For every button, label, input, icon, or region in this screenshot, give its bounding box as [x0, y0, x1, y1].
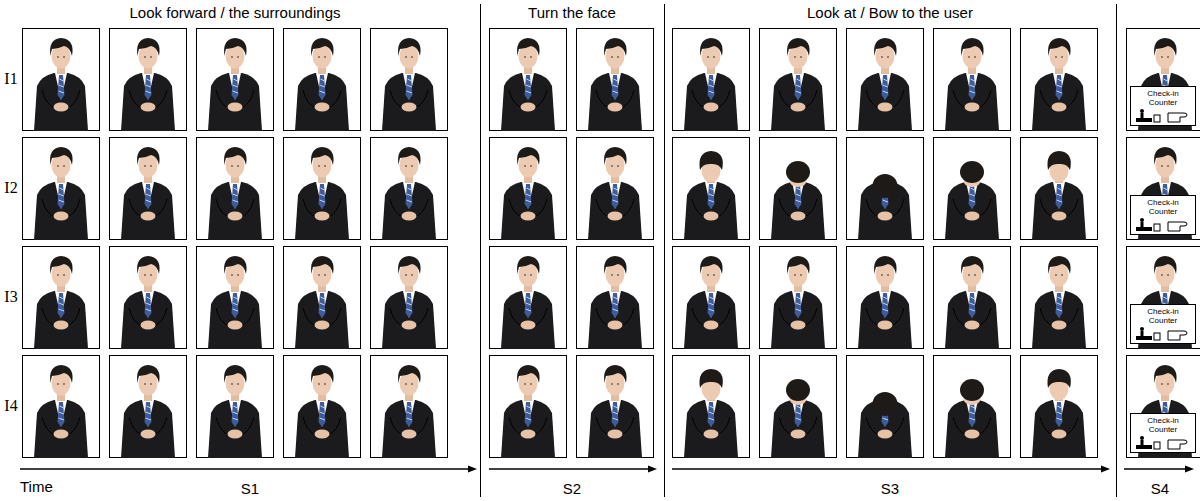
- person-frame: [23, 247, 100, 350]
- person-frame: [490, 29, 567, 132]
- bow-frame: [847, 138, 924, 241]
- person-frame: [490, 356, 567, 459]
- person-frame: [371, 138, 448, 241]
- person-frame: [284, 247, 361, 350]
- sign-text: Check-in Counter: [1141, 307, 1185, 325]
- row-label: I1: [4, 70, 17, 88]
- bow-frame: [1021, 356, 1098, 459]
- person-frame: [110, 247, 187, 350]
- person-frame: [284, 356, 361, 459]
- person-frame: [371, 247, 448, 350]
- person-frame: [1127, 138, 1200, 241]
- bow-frame: [760, 138, 837, 241]
- section-divider: [481, 4, 1117, 497]
- person-frame: [284, 29, 361, 132]
- person-frame: [1127, 356, 1200, 459]
- person-frame: [197, 247, 274, 350]
- person-frame: [577, 247, 654, 350]
- person-frame: [577, 138, 654, 241]
- person-frame: [577, 29, 654, 132]
- person-frame: [371, 29, 448, 132]
- person-frame: [490, 138, 567, 241]
- sign-text: Check-in Counter: [1141, 416, 1185, 434]
- section-heading: Look at / Bow to the user: [807, 4, 973, 22]
- bow-frame: [934, 356, 1011, 459]
- person-frame: [847, 247, 924, 350]
- person-frame: [490, 247, 567, 350]
- section-heading: Look forward / the surroundings: [130, 4, 341, 22]
- bow-frame: [1021, 138, 1098, 241]
- person-frame: [760, 29, 837, 132]
- stage-label: S1: [241, 480, 259, 498]
- axis-label: Time: [20, 478, 53, 496]
- bow-frame: [760, 356, 837, 459]
- person-frame: [577, 356, 654, 459]
- person-frame: [110, 29, 187, 132]
- stage-label: S2: [563, 480, 581, 498]
- counter-sign: Check-in Counter: [1130, 304, 1196, 344]
- person-frame: [1127, 247, 1200, 350]
- person-frame: [284, 138, 361, 241]
- counter-sign: Check-in Counter: [1130, 413, 1196, 453]
- person-frame: [673, 247, 750, 350]
- person-frame: [847, 29, 924, 132]
- person-frame: [23, 138, 100, 241]
- person-frame: [934, 247, 1011, 350]
- person-frame: [197, 138, 274, 241]
- bow-frame: [934, 138, 1011, 241]
- bow-frame: [673, 356, 750, 459]
- person-frame: [23, 356, 100, 459]
- bow-frame: [847, 356, 924, 459]
- person-frame: [110, 356, 187, 459]
- sign-text: Check-in Counter: [1141, 198, 1185, 216]
- person-frame: [934, 29, 1011, 132]
- person-frame: [1127, 29, 1200, 132]
- person-frame: [760, 247, 837, 350]
- row-label: I3: [4, 288, 17, 306]
- person-frame: [197, 356, 274, 459]
- counter-sign: Check-in Counter: [1130, 195, 1196, 235]
- person-frame: [197, 29, 274, 132]
- person-frame: [673, 29, 750, 132]
- time-arrow: [20, 466, 1194, 473]
- person-frame: [23, 29, 100, 132]
- section-heading: Turn the face: [528, 4, 616, 22]
- stage-label: S4: [1151, 480, 1169, 498]
- row-label: I4: [4, 397, 17, 415]
- person-frame: [1021, 247, 1098, 350]
- counter-sign: Check-in Counter: [1130, 86, 1196, 126]
- stage-label: S3: [881, 480, 899, 498]
- person-frame: [1021, 29, 1098, 132]
- person-frame: [110, 138, 187, 241]
- sign-icons: [1130, 86, 1196, 453]
- row-label: I2: [4, 179, 17, 197]
- sign-text: Check-in Counter: [1141, 89, 1185, 107]
- person-frame: [371, 356, 448, 459]
- bow-frame: [673, 138, 750, 241]
